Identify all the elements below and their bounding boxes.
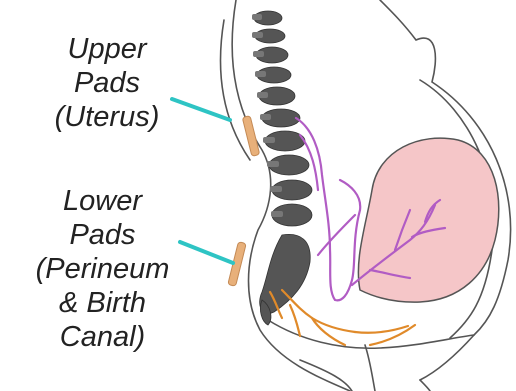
lower-pads-label-line: & Birth	[5, 286, 200, 320]
sacrum	[260, 234, 311, 313]
spine	[254, 11, 312, 325]
thigh-contour-right	[420, 380, 430, 391]
upper-pads-label: Upper Pads (Uterus)	[22, 32, 192, 134]
upper-pads-label-line: (Uterus)	[22, 100, 192, 134]
lower-pads-label-line: (Perineum	[5, 252, 200, 286]
lower-pads-label-line: Canal)	[5, 320, 200, 354]
upper-pads-label-line: Pads	[22, 66, 192, 100]
upper-pad	[242, 116, 259, 157]
upper-pads-label-line: Upper	[22, 32, 192, 66]
inner-back-contour	[220, 20, 250, 160]
lower-pads-label: Lower Pads (Perineum & Birth Canal)	[5, 184, 200, 354]
lower-pads-label-line: Pads	[5, 218, 200, 252]
lower-pads-label-line: Lower	[5, 184, 200, 218]
perineum-curve	[300, 360, 352, 391]
thigh-contour	[365, 345, 375, 391]
